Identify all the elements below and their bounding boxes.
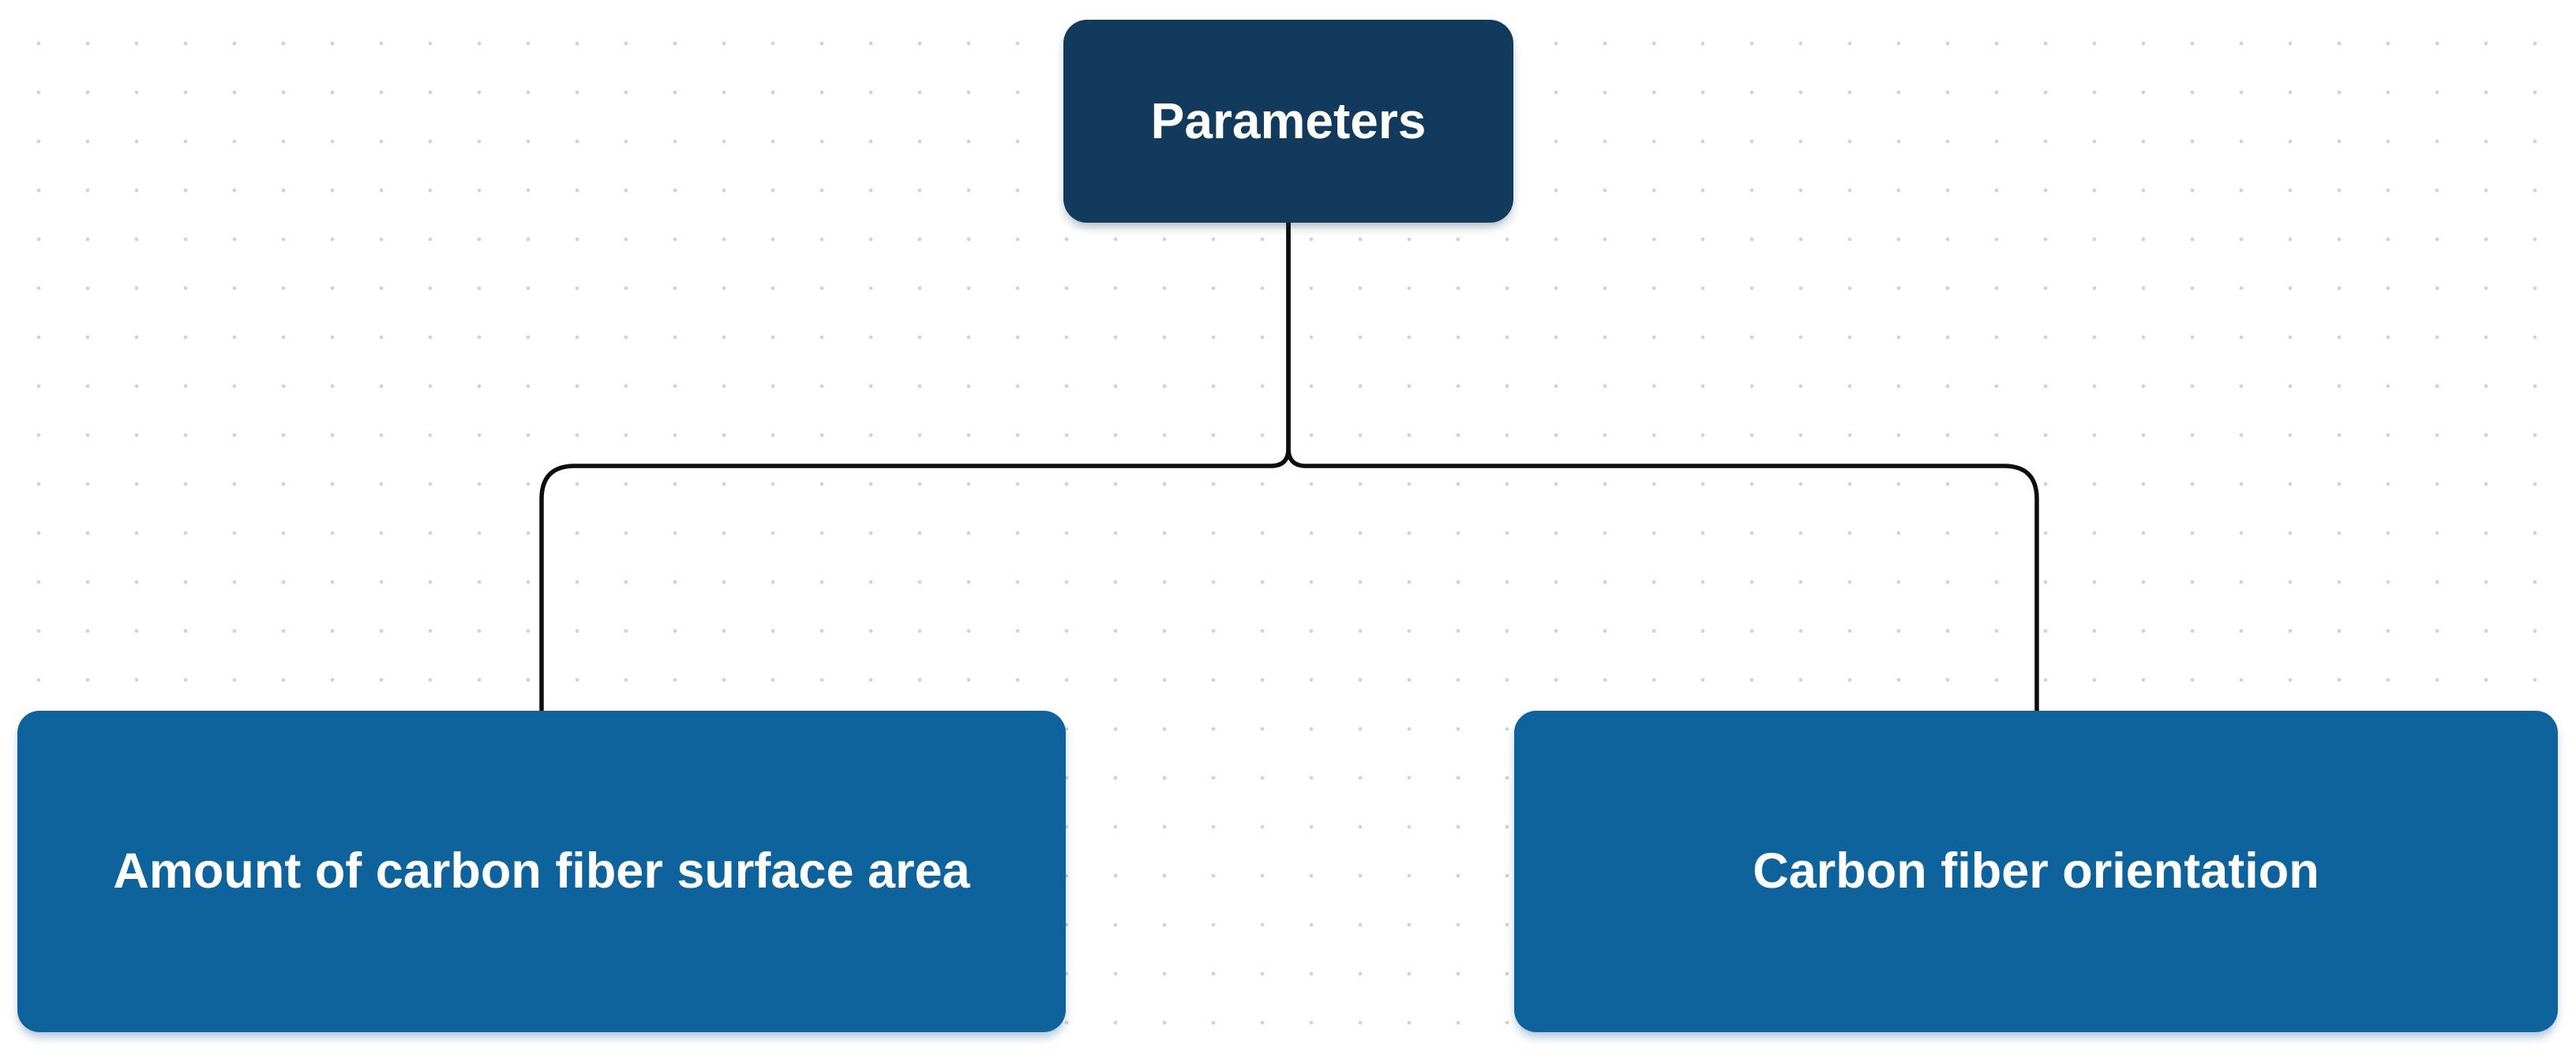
connector-root-to-right-child [1286,223,2039,711]
connector-root-to-left-child [539,223,1291,711]
node-carbon-fiber-surface-area[interactable]: Amount of carbon fiber surface area [17,711,1066,1032]
node-carbon-fiber-orientation-label: Carbon fiber orientation [1753,843,2319,899]
node-parameters[interactable]: Parameters [1063,20,1513,223]
node-carbon-fiber-orientation[interactable]: Carbon fiber orientation [1514,711,2558,1032]
node-parameters-label: Parameters [1150,92,1427,149]
node-carbon-fiber-surface-area-label: Amount of carbon fiber surface area [113,843,970,899]
